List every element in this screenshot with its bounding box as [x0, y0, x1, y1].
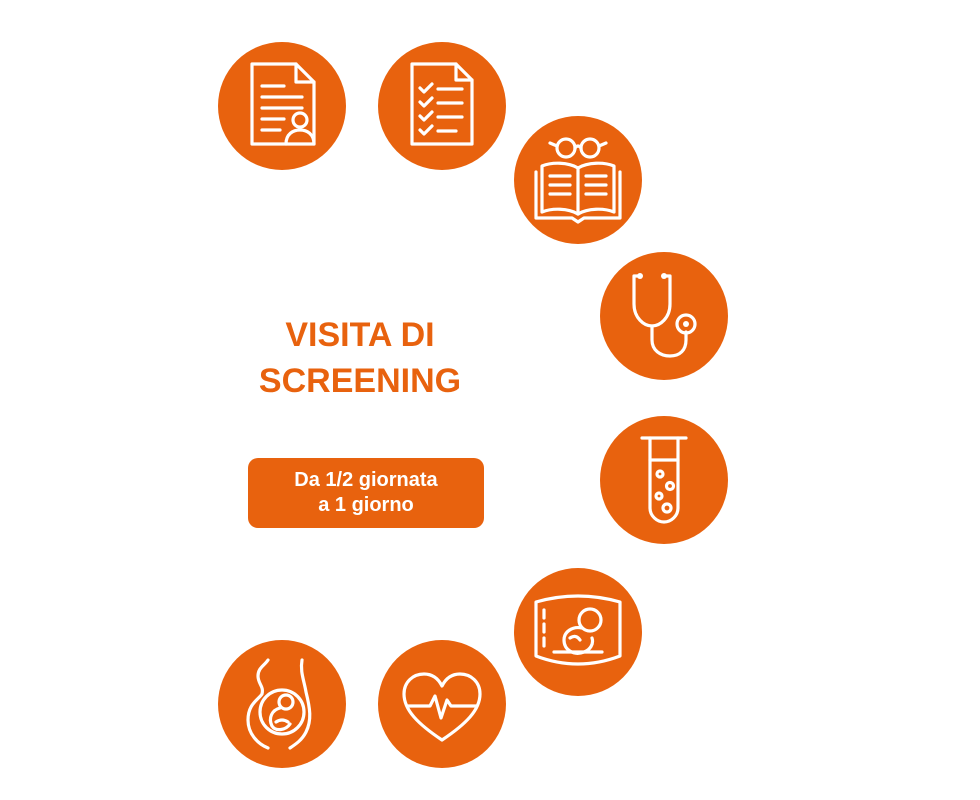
step-checklist-document	[378, 42, 506, 170]
title-line-2: SCREENING	[258, 362, 462, 400]
book-glasses-icon	[534, 137, 622, 224]
patient-document-icon	[250, 62, 316, 146]
step-pregnancy	[218, 640, 346, 768]
duration-line-2: a 1 giorno	[318, 494, 414, 516]
heartbeat-icon	[402, 672, 482, 742]
checklist-document-icon	[410, 62, 474, 146]
title-line-1: VISITA DI	[285, 316, 435, 354]
step-ultrasound	[514, 568, 642, 696]
test-tube-icon	[640, 436, 688, 524]
page-title: VISITA DI SCREENING	[220, 312, 500, 404]
stethoscope-icon	[632, 273, 697, 358]
duration-line-1: Da 1/2 giornata	[294, 469, 438, 491]
pregnancy-icon	[246, 658, 312, 750]
step-heartbeat	[378, 640, 506, 768]
step-patient-document	[218, 42, 346, 170]
duration-badge: Da 1/2 giornata a 1 giorno	[248, 458, 484, 528]
step-book-glasses	[514, 116, 642, 244]
ultrasound-icon	[534, 594, 622, 666]
step-stethoscope	[600, 252, 728, 380]
step-test-tube	[600, 416, 728, 544]
